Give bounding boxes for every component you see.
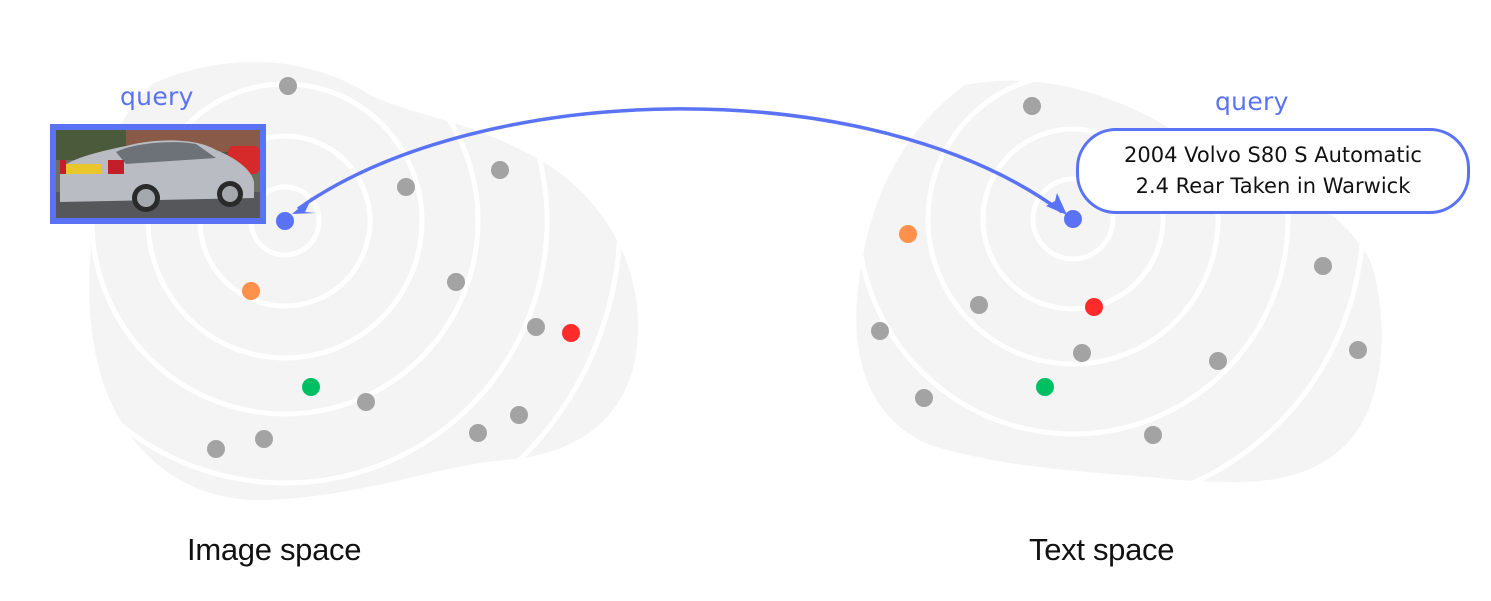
neutral-embedding-point — [279, 77, 297, 95]
neutral-embedding-point — [1314, 257, 1332, 275]
neutral-embedding-point — [447, 273, 465, 291]
neutral-embedding-point — [207, 440, 225, 458]
text-space-region — [856, 80, 1382, 483]
text-query-point — [1064, 210, 1082, 228]
neutral-embedding-point — [1349, 341, 1367, 359]
green-embedding-point — [302, 378, 320, 396]
orange-embedding-point — [242, 282, 260, 300]
text-query-line-2: 2.4 Rear Taken in Warwick — [1135, 174, 1411, 198]
text-query-line-1: 2004 Volvo S80 S Automatic — [1124, 143, 1422, 167]
image-query-label: query — [120, 82, 194, 111]
neutral-embedding-point — [1209, 352, 1227, 370]
orange-embedding-point — [899, 225, 917, 243]
red-embedding-point — [562, 324, 580, 342]
text-query-label: query — [1215, 87, 1289, 116]
neutral-embedding-point — [1023, 97, 1041, 115]
text-space-label: Text space — [1029, 532, 1175, 567]
neutral-embedding-point — [469, 424, 487, 442]
image-query-frame — [50, 124, 266, 224]
neutral-embedding-point — [527, 318, 545, 336]
neutral-embedding-point — [397, 178, 415, 196]
car-photo — [56, 130, 260, 218]
neutral-embedding-point — [970, 296, 988, 314]
arrow-head-left-icon — [292, 197, 316, 214]
neutral-embedding-point — [915, 389, 933, 407]
text-space-points — [871, 97, 1367, 444]
image-query-point — [276, 212, 294, 230]
neutral-embedding-point — [871, 322, 889, 340]
image-space-points — [207, 77, 580, 458]
text-query-bubble: 2004 Volvo S80 S Automatic 2.4 Rear Take… — [1076, 128, 1470, 214]
cross-modal-arrow — [292, 107, 1067, 215]
neutral-embedding-point — [255, 430, 273, 448]
image-space-label: Image space — [187, 532, 362, 567]
arrow-head-right-icon — [1046, 193, 1067, 215]
neutral-embedding-point — [1144, 426, 1162, 444]
neutral-embedding-point — [1073, 344, 1091, 362]
neutral-embedding-point — [510, 406, 528, 424]
neutral-embedding-point — [491, 161, 509, 179]
green-embedding-point — [1036, 378, 1054, 396]
arrow-curve — [296, 107, 1064, 214]
image-space-region — [89, 61, 639, 501]
red-embedding-point — [1085, 298, 1103, 316]
neutral-embedding-point — [357, 393, 375, 411]
